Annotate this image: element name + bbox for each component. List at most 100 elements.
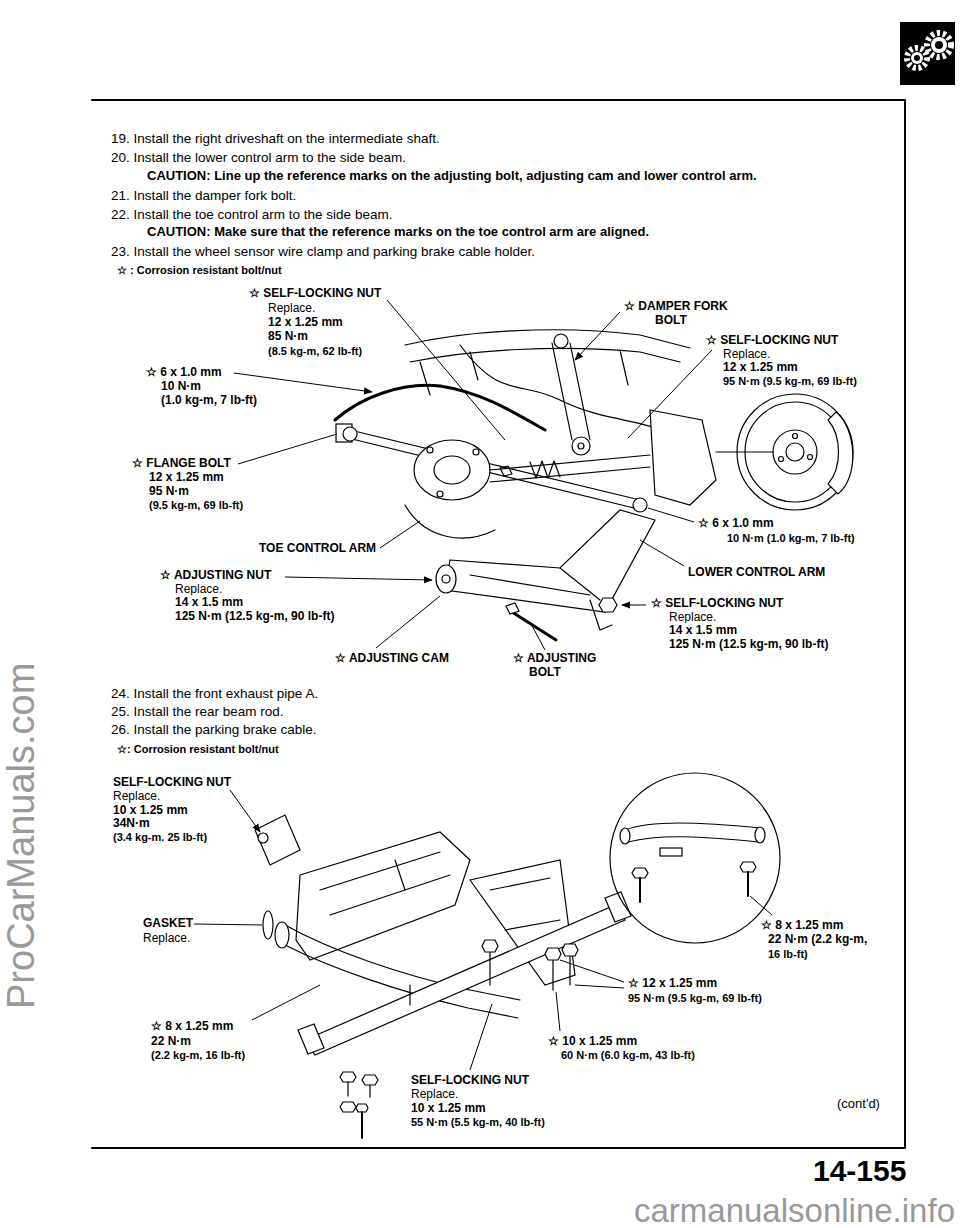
rear-suspension-drawing — [590, 600, 612, 630]
leader-lines — [252, 985, 320, 1020]
leader-lines — [194, 300, 772, 1070]
exhaust-and-beam-drawing — [340, 1072, 356, 1082]
torque-value: 95 N·m — [148, 485, 190, 499]
rear-suspension-drawing — [572, 437, 590, 455]
bolt-size: ☆ 8 x 1.25 mm — [760, 918, 844, 932]
part-name: ☆ ADJUSTING CAM — [334, 652, 450, 666]
section-icon — [935, 41, 943, 49]
page-number: 14-155 — [812, 1154, 907, 1187]
rear-suspension-drawing — [445, 510, 655, 612]
exhaust-and-beam-drawing — [340, 1102, 356, 1112]
bolt-size: 12 x 1.25 mm — [722, 361, 799, 375]
torque-value: 22 N·m (2.2 kg-m, — [767, 933, 868, 947]
bolt-size: ☆ 6 x 1.0 mm — [145, 366, 223, 380]
section-icon — [911, 52, 923, 64]
step-text: 21. Install the damper fork bolt. — [110, 188, 297, 203]
exhaust-and-beam-drawing — [562, 944, 578, 956]
exhaust-and-beam-drawing — [255, 773, 780, 1138]
section-icon — [931, 37, 947, 53]
symbol-note: ☆ : Corrosion resistant bolt/nut — [116, 264, 283, 276]
bolt-size: 14 x 1.5 mm — [668, 624, 738, 638]
rear-suspension-drawing — [343, 427, 357, 441]
torque-value: 125 N·m (12.5 kg-m, 90 lb-ft) — [668, 638, 829, 652]
part-name: ☆ SELF-LOCKING NUT — [650, 596, 784, 610]
torque-value: (2.2 kg-m, 16 lb-ft) — [150, 1049, 246, 1062]
part-name: ☆ DAMPER FORK — [623, 300, 729, 314]
bolt-size: ☆ 6 x 1.0 mm — [145, 365, 223, 379]
part-name: ☆ ADJUSTING CAM — [334, 651, 450, 665]
part-name: ☆ SELF-LOCKING NUT — [705, 334, 839, 348]
step-text: 19. Install the right driveshaft on the … — [110, 131, 441, 146]
watermark: ProCarManuals.com — [2, 662, 40, 1010]
torque-value: 95 N·m (9.5 kg-m, 69 lb-ft) — [627, 992, 763, 1005]
leader-lines — [238, 434, 337, 464]
step-text: 23. Install the wheel sensor wire clamp … — [110, 244, 536, 259]
exhaust-and-beam-drawing — [255, 815, 300, 865]
section-icon — [900, 22, 955, 85]
bolt-size: 12 x 1.25 mm — [148, 470, 225, 484]
part-name: ☆ ADJUSTING — [512, 651, 597, 665]
exhaust-and-beam-drawing — [263, 911, 273, 939]
rear-suspension-drawing — [779, 457, 784, 462]
part-name: SELF-LOCKING NUT — [410, 1073, 530, 1087]
exhaust-and-beam-drawing — [755, 827, 765, 843]
step-text: 22. Install the toe control arm to the s… — [110, 207, 393, 222]
replace-note: Replace. — [267, 302, 316, 316]
leader-lines — [648, 508, 694, 522]
replace-note: Replace. — [142, 932, 191, 946]
rear-suspension-drawing — [793, 434, 798, 439]
part-name: ☆ ADJUSTING NUT — [159, 569, 272, 583]
step-text: 21. Install the damper fork bolt. — [110, 188, 297, 204]
bolt-size: ☆ 6 x 1.0 mm — [697, 516, 775, 530]
rear-suspension-drawing — [599, 598, 617, 612]
torque-value: 95 N·m — [148, 484, 190, 498]
section-icon — [907, 48, 927, 68]
exhaust-and-beam-drawing — [632, 868, 648, 878]
torque-value: 22 N·m (2.2 kg-m, — [767, 932, 868, 946]
rear-suspension-drawing — [554, 334, 568, 348]
section-icon — [914, 55, 920, 61]
replace-note: Replace. — [112, 789, 161, 803]
rear-suspension-drawing — [414, 440, 490, 500]
part-name: SELF-LOCKING NUT — [410, 1074, 530, 1088]
rear-suspension-drawing — [808, 455, 813, 460]
leader-lines — [750, 896, 772, 915]
rear-suspension-drawing — [473, 449, 479, 455]
rear-suspension-drawing — [335, 385, 545, 430]
section-icon — [900, 22, 955, 85]
page-frame — [92, 100, 905, 1148]
part-name: ☆ SELF-LOCKING NUT — [248, 286, 382, 300]
rear-suspension-drawing — [350, 430, 640, 500]
bolt-size: ☆ 12 x 1.25 mm — [627, 976, 718, 990]
rear-suspension-drawing — [427, 447, 433, 453]
part-name: GASKET — [142, 916, 194, 930]
bolt-size: ☆ 6 x 1.0 mm — [697, 517, 775, 531]
page-number: 14-155 — [812, 1156, 907, 1186]
replace-note: Replace. — [174, 582, 223, 596]
part-name: SELF-LOCKING NUT — [112, 776, 232, 790]
step-text: 24. Install the front exhaust pipe A. — [110, 686, 319, 701]
torque-value: (8.5 kg-m, 62 lb-ft) — [267, 345, 363, 358]
exhaust-and-beam-drawing — [490, 878, 560, 930]
step-text: 26. Install the parking brake cable. — [110, 722, 318, 738]
exhaust-and-beam-drawing — [410, 950, 570, 1005]
rear-suspension-drawing — [578, 443, 584, 449]
step-text: 20. Install the lower control arm to the… — [110, 150, 407, 165]
part-name: BOLT — [654, 313, 688, 327]
exhaust-and-beam-drawing — [545, 948, 561, 960]
torque-value: (3.4 kg-m. 25 lb-ft) — [112, 831, 208, 843]
exhaust-and-beam-drawing — [356, 1104, 368, 1112]
step-text: 25. Install the rear beam rod. — [110, 704, 285, 719]
exhaust-and-beam-drawing — [258, 833, 268, 843]
caution-note: CAUTION: Line up the reference marks on … — [146, 169, 758, 184]
bolt-size: 14 x 1.5 mm — [174, 595, 244, 609]
bolt-size: 12 x 1.25 mm — [722, 360, 799, 374]
watermark: carmanualsonline.info — [633, 1192, 956, 1228]
leader-lines — [556, 992, 560, 1031]
rear-suspension-drawing — [437, 491, 443, 497]
part-name: ☆ SELF-LOCKING NUT — [650, 597, 784, 611]
rear-suspension-drawing — [773, 430, 817, 474]
part-name: ☆ DAMPER FORK — [623, 299, 729, 313]
bolt-size: ☆ 8 x 1.25 mm — [150, 1019, 234, 1033]
torque-value: (2.2 kg-m, 16 lb-ft) — [150, 1049, 246, 1061]
